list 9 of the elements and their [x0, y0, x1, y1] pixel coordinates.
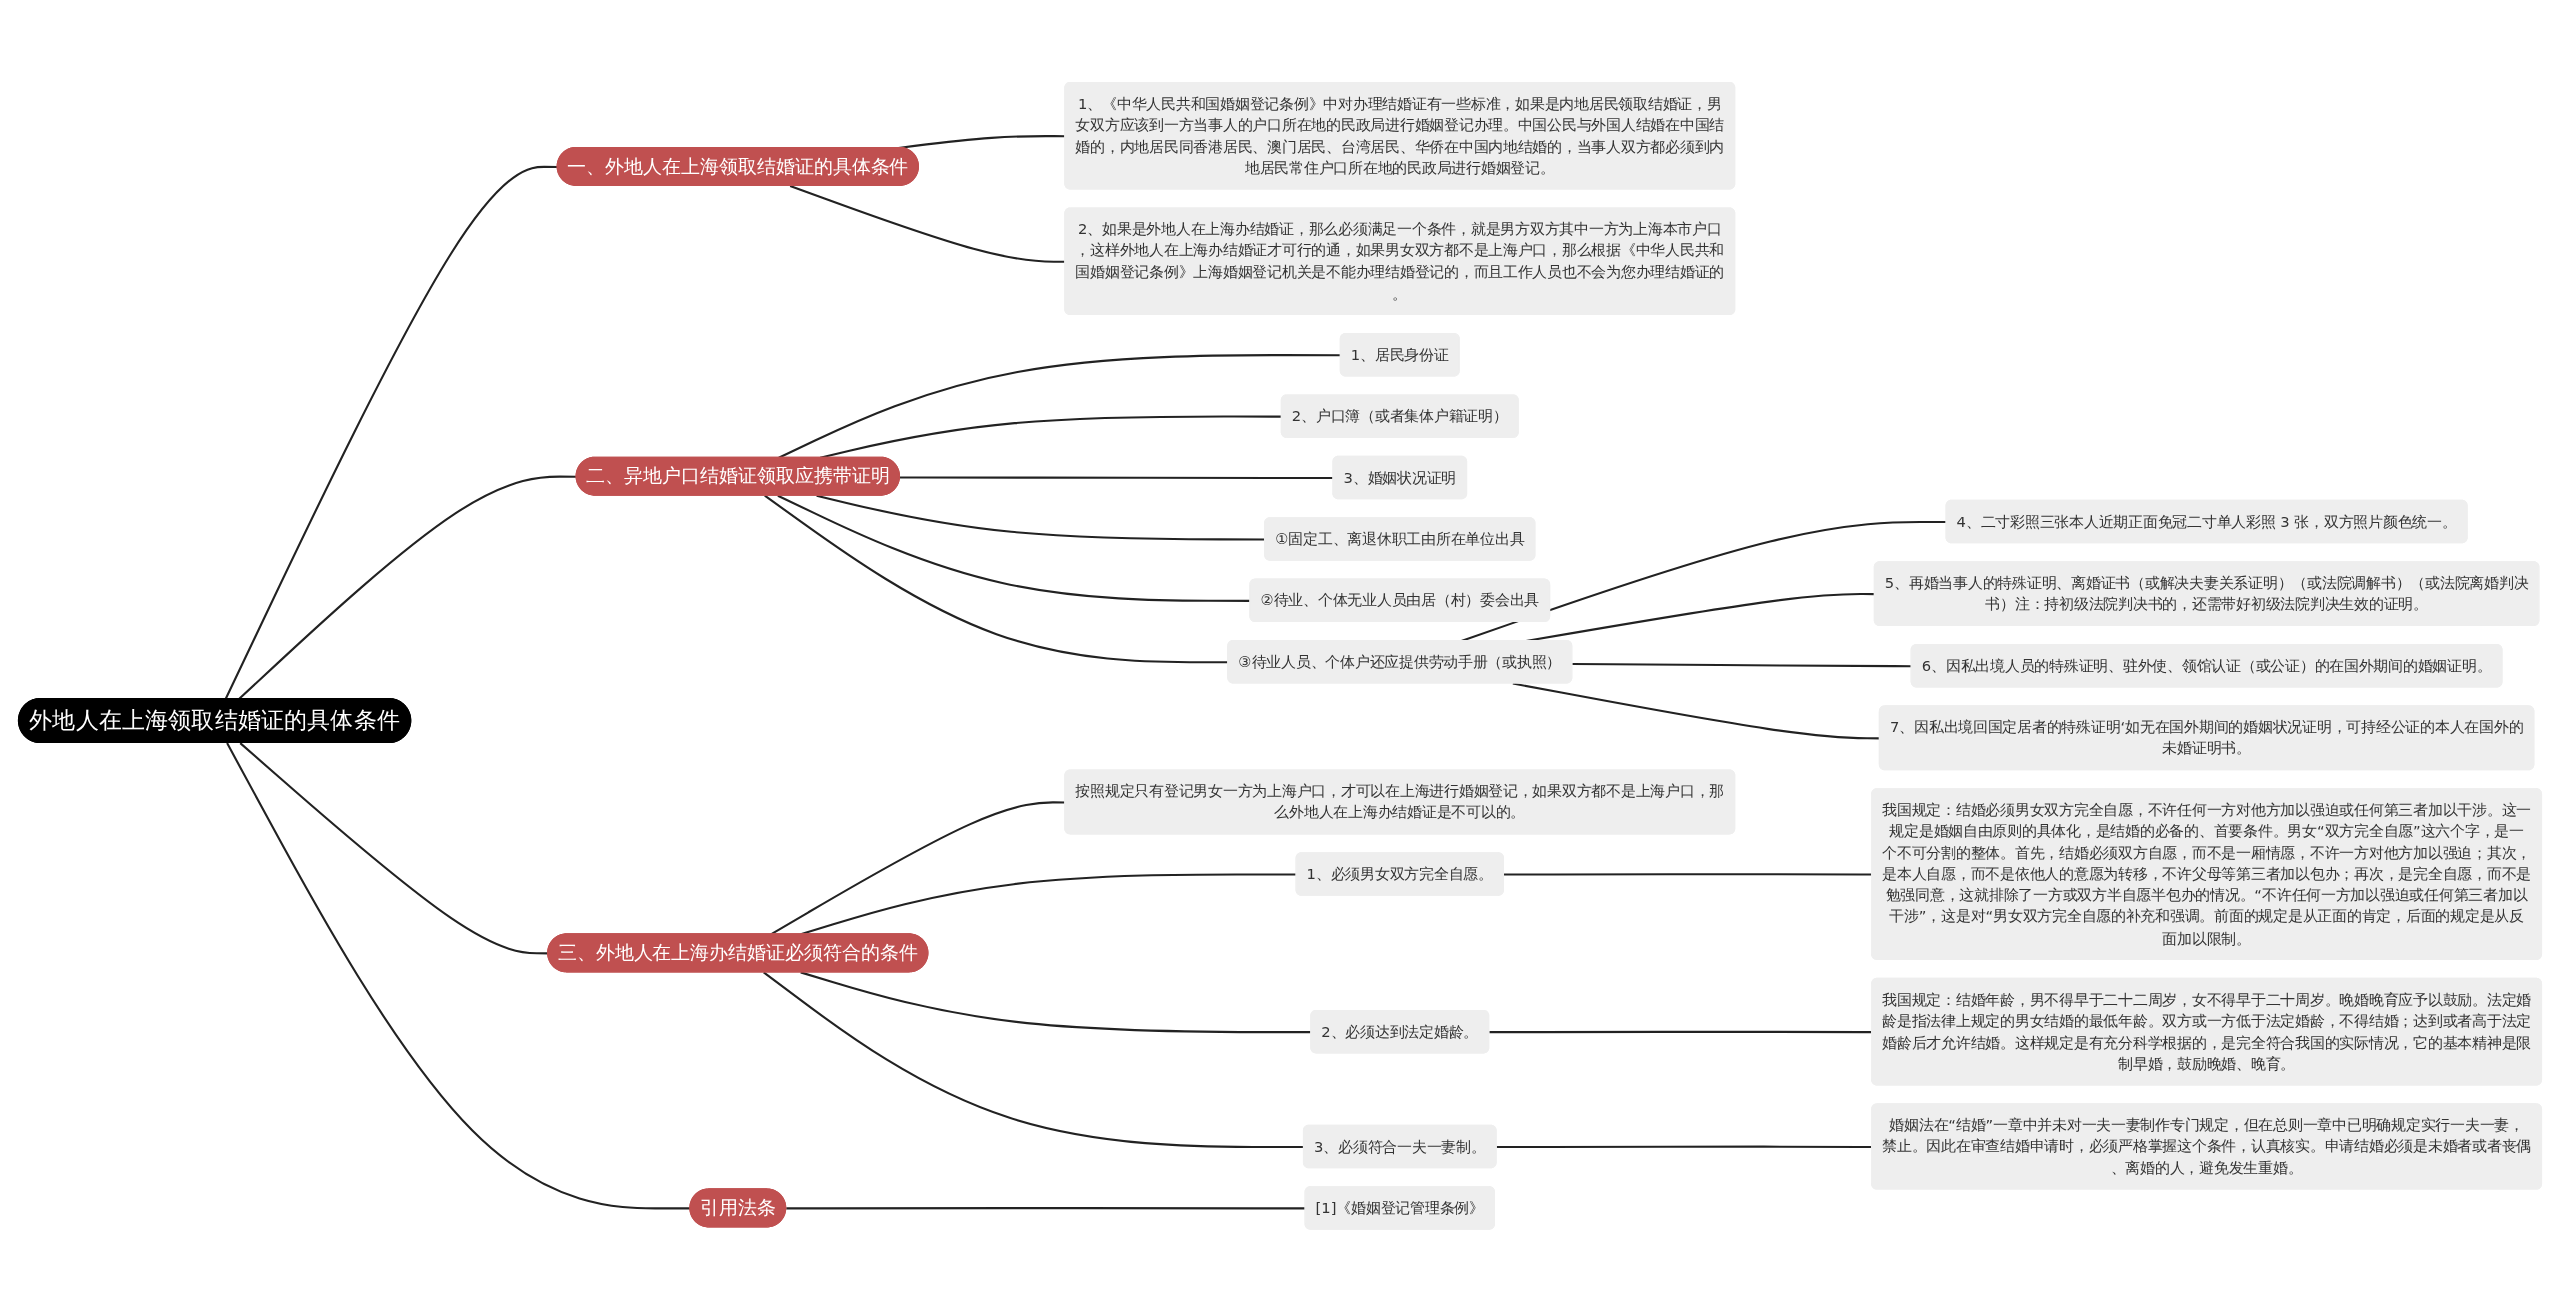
connector: [226, 742, 691, 1210]
connector: [786, 1206, 1306, 1210]
connector: [1512, 682, 1880, 740]
connector: [239, 742, 549, 955]
connector: [763, 971, 1304, 1148]
connector: [238, 475, 577, 700]
connector: [224, 165, 558, 700]
connector: [1461, 520, 1947, 642]
connector: [1572, 662, 1912, 668]
